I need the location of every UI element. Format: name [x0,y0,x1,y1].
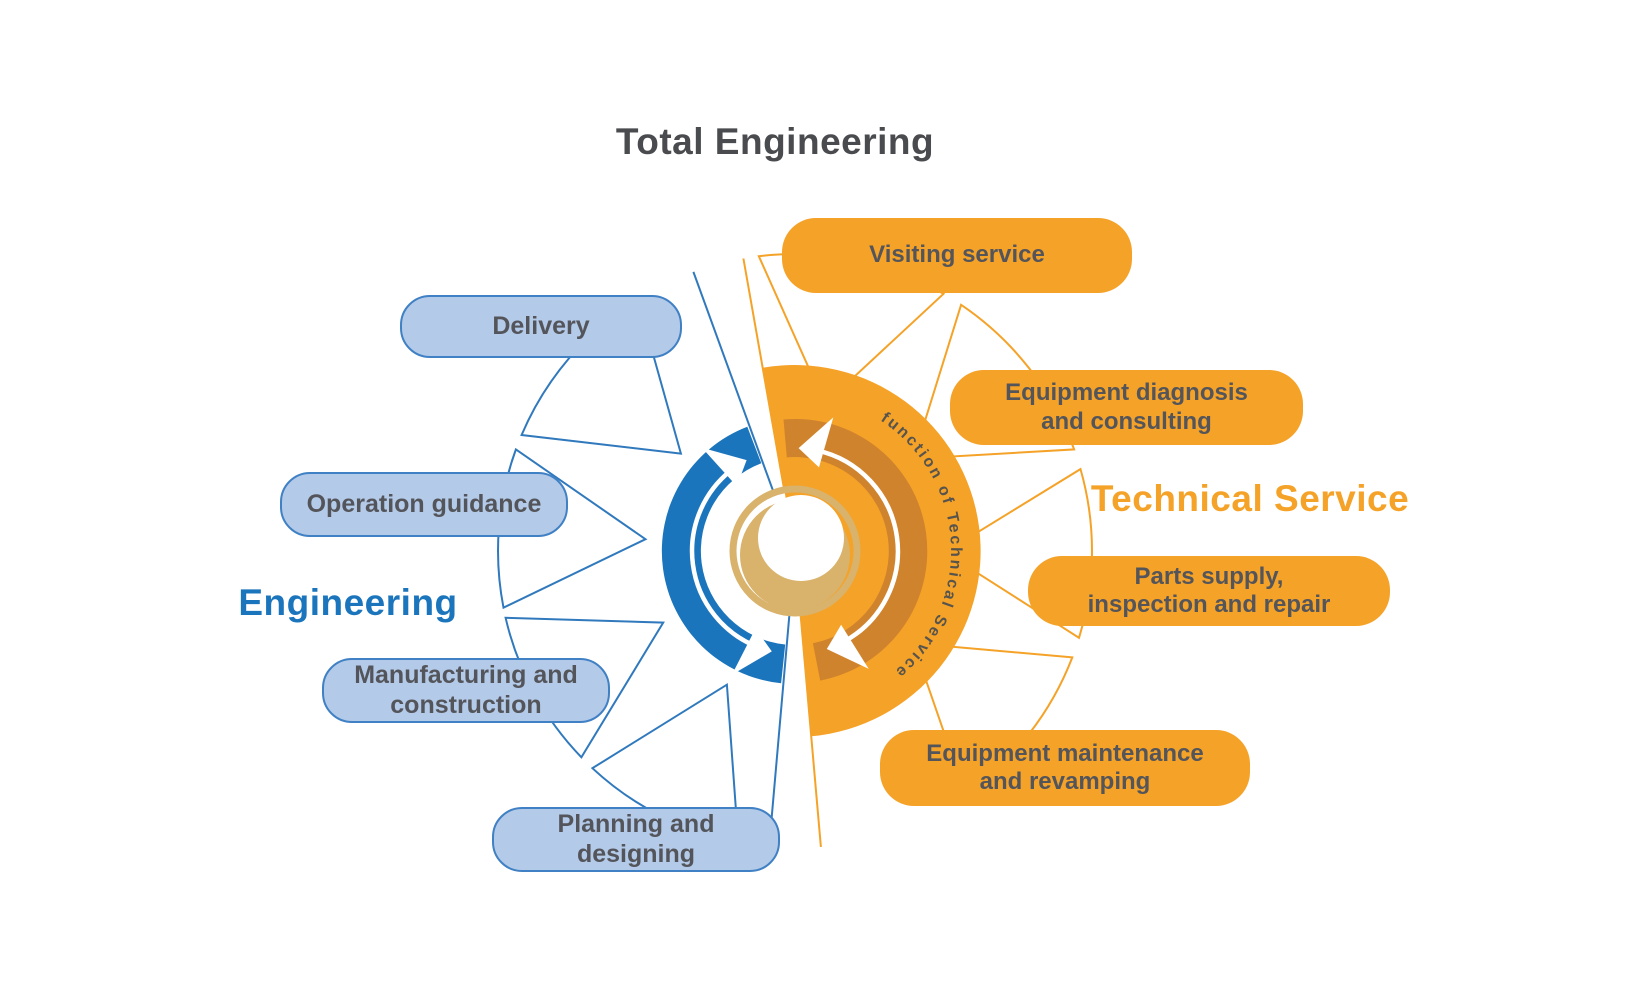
arrow-notch-blue-top [702,447,747,487]
arrow-notch-orange-top [798,417,834,468]
node-operation-guidance: Operation guidance [280,472,568,537]
blue-band-inner-line [689,469,755,648]
spoke-bottom-blue-edge [768,614,791,847]
page-title: Total Engineering [615,121,935,162]
technical-service-group-label: Technical Service [1090,478,1410,519]
node-parts-supply: Parts supply, inspection and repair [1028,556,1390,626]
node-manufacturing-construction: Manufacturing and construction [322,658,610,723]
orange-band-inner-line [815,448,901,644]
spoke-top-blue-edge [692,271,775,492]
crescent-ring [729,485,861,617]
crescent-cutout [758,495,844,581]
spoke-top-orange-edge [742,258,785,489]
spoke-bottom-orange-edge [799,614,822,847]
node-equipment-diagnosis: Equipment diagnosis and consulting [950,370,1303,445]
arrow-notch-blue-bottom [731,628,772,675]
hub-dark-orange-cycle-arrow [783,418,928,681]
wedge-parts-supply [943,467,1093,640]
node-planning-designing: Planning and designing [492,807,780,872]
node-delivery: Delivery [400,295,682,358]
node-equipment-maintenance: Equipment maintenance and revamping [880,730,1250,806]
hub-blue-cycle-arrow [661,426,786,684]
node-visiting-service: Visiting service [782,218,1132,293]
arrow-notch-orange-bottom [826,624,869,669]
engineering-group-label: Engineering [238,582,458,623]
